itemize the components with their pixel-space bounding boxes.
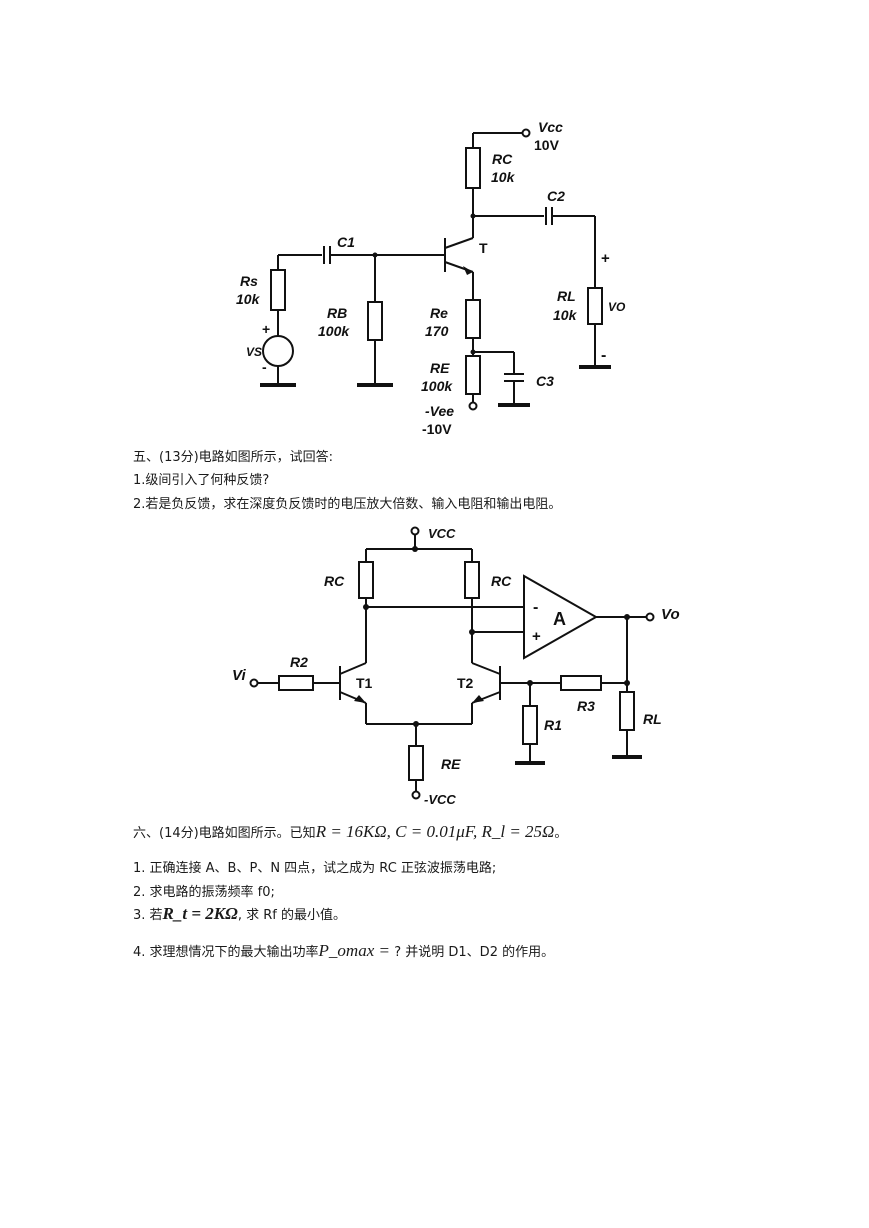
q6-item-4-formula: P_omax = [318, 941, 395, 960]
c2-r3-label: R3 [577, 698, 595, 714]
q6-item-3-prefix: 3. 若 [133, 908, 163, 923]
c1-rc-label: RC [492, 151, 513, 167]
c2-amp-plus: + [532, 628, 541, 645]
q6-title-formula: R = 16KΩ, C = 0.01μF, R_l = 25Ω [315, 822, 555, 841]
c1-re-label: Re [430, 305, 448, 321]
c1-rl-value: 10k [553, 307, 578, 323]
q6-item-4: 4. 求理想情况下的最大输出功率P_omax = ? 并说明 D1、D2 的作用… [133, 942, 554, 961]
q5-item-2: 2.若是负反馈，求在深度负反馈时的电压放大倍数、输入电阻和输出电阻。 [133, 497, 562, 512]
c1-rs-value: 10k [236, 291, 261, 307]
c2-vi-label: Vi [232, 667, 246, 684]
q6-item-2: 2. 求电路的振荡频率 f0; [133, 885, 275, 900]
c1-vee-value: -10V [422, 421, 452, 437]
c1-c2-label: C2 [547, 188, 565, 204]
c1-rb-value: 100k [318, 323, 350, 339]
q5-item-1: 1.级间引入了何种反馈? [133, 473, 270, 488]
c2-t2-label: T2 [457, 675, 474, 691]
c2-amp-minus: - [533, 599, 538, 616]
c1-rb-label: RB [327, 305, 347, 321]
c2-vee-label: -VCC [424, 792, 456, 807]
c1-t-label: T [479, 240, 488, 256]
q6-title-prefix: 六、(14分)电路如图所示。已知 [133, 826, 316, 841]
c1-rE-value: 100k [421, 378, 453, 394]
q6-item-3-suffix: , 求 Rf 的最小值。 [237, 908, 346, 923]
c1-rl-label: RL [557, 288, 576, 304]
c1-plus-out: + [601, 250, 610, 267]
c1-vcc-value: 10V [534, 137, 560, 153]
q6-item-3-formula: R_t = 2KΩ [162, 904, 238, 923]
c1-re-value: 170 [425, 323, 449, 339]
q5-title: 五、(13分)电路如图所示，试回答: [133, 450, 334, 465]
circuit-diagram-1: Vcc 10V RC 10k C2 C1 T Rs 10k + VS - RB … [236, 119, 626, 437]
c1-rs-label: Rs [240, 273, 258, 289]
q6-title-suffix: 。 [554, 826, 568, 841]
c1-vee-label: -Vee [425, 403, 454, 419]
circuit-diagram-2: VCC RC RC - A + Vo Vi R2 T1 T2 R3 R1 RL … [232, 526, 680, 807]
c1-vcc-label: Vcc [538, 119, 563, 135]
q6-title: 六、(14分)电路如图所示。已知R = 16KΩ, C = 0.01μF, R_… [133, 823, 567, 842]
c2-vcc-label: VCC [428, 526, 456, 541]
c1-vo-label: VO [608, 300, 626, 314]
c2-t1-label: T1 [356, 675, 373, 691]
c1-vs-label: VS [246, 345, 262, 359]
c1-plus: + [262, 321, 270, 337]
c2-vo-label: Vo [661, 606, 680, 623]
c1-minus-out: - [601, 347, 606, 364]
c2-amp-label: A [553, 609, 566, 629]
c1-c1-label: C1 [337, 234, 355, 250]
c2-rc-left: RC [324, 573, 345, 589]
c1-rc-value: 10k [491, 169, 516, 185]
c2-r2-label: R2 [290, 654, 308, 670]
q6-item-3: 3. 若R_t = 2KΩ, 求 Rf 的最小值。 [133, 905, 346, 924]
c2-re-label: RE [441, 756, 461, 772]
q6-item-1: 1. 正确连接 A、B、P、N 四点，试之成为 RC 正弦波振荡电路; [133, 861, 497, 876]
c2-r1-label: R1 [544, 717, 562, 733]
c1-rE-label: RE [430, 360, 450, 376]
q6-item-4-prefix: 4. 求理想情况下的最大输出功率 [133, 945, 319, 960]
q6-item-4-suffix: ? 并说明 D1、D2 的作用。 [394, 945, 555, 960]
c1-minus: - [262, 359, 267, 375]
c2-rl-label: RL [643, 711, 662, 727]
c1-c3-label: C3 [536, 373, 554, 389]
c2-rc-right: RC [491, 573, 512, 589]
